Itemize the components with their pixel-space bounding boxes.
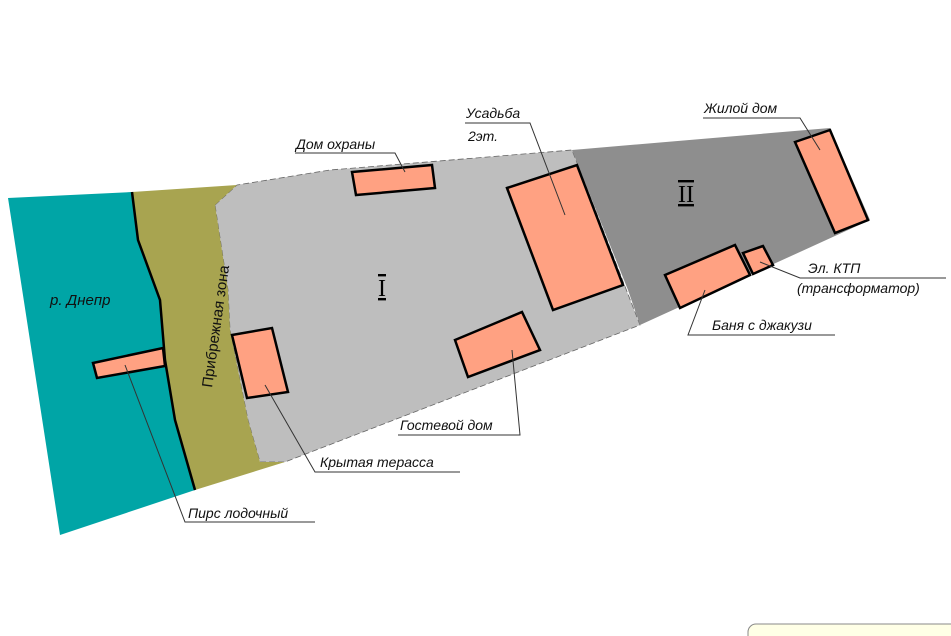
guest-house bbox=[453, 310, 542, 379]
guard-house bbox=[350, 163, 437, 197]
residential-house bbox=[793, 128, 870, 235]
label-ktp-note: (трансформатор) bbox=[797, 280, 920, 296]
covered-terrace bbox=[230, 326, 290, 400]
label-river: р. Днепр bbox=[49, 292, 110, 309]
label-manor: Усадьба bbox=[465, 105, 520, 121]
riverbank-line bbox=[130, 191, 197, 491]
tooltip-box bbox=[747, 623, 951, 636]
zone-1-marker: I bbox=[378, 276, 386, 302]
leader-pier bbox=[124, 364, 315, 523]
label-residential: Жилой дом bbox=[703, 100, 778, 116]
bath-house bbox=[663, 243, 752, 310]
leader-terrace bbox=[264, 384, 460, 473]
leader-guard bbox=[295, 152, 406, 173]
zone-2-marker: II bbox=[678, 182, 694, 208]
coastal-zone bbox=[132, 185, 285, 490]
label-guest: Гостевой дом bbox=[400, 417, 493, 433]
label-guard-house: Дом охраны bbox=[294, 136, 376, 152]
leader-residential bbox=[703, 117, 821, 151]
ktp-transformer bbox=[741, 244, 775, 276]
zone-2-area bbox=[572, 128, 870, 325]
leader-manor bbox=[465, 122, 566, 216]
manor bbox=[505, 163, 625, 312]
leader-bath bbox=[687, 289, 835, 336]
boat-pier bbox=[91, 346, 167, 380]
leader-guest bbox=[398, 349, 521, 436]
label-terrace: Крытая терасса bbox=[320, 454, 434, 470]
label-manor-floors: 2эт. bbox=[467, 128, 498, 144]
label-pier: Пирс лодочный bbox=[188, 505, 288, 521]
label-bath: Баня с джакузи bbox=[712, 317, 812, 333]
leader-ktp bbox=[759, 261, 946, 279]
label-ktp: Эл. КТП bbox=[808, 260, 861, 276]
